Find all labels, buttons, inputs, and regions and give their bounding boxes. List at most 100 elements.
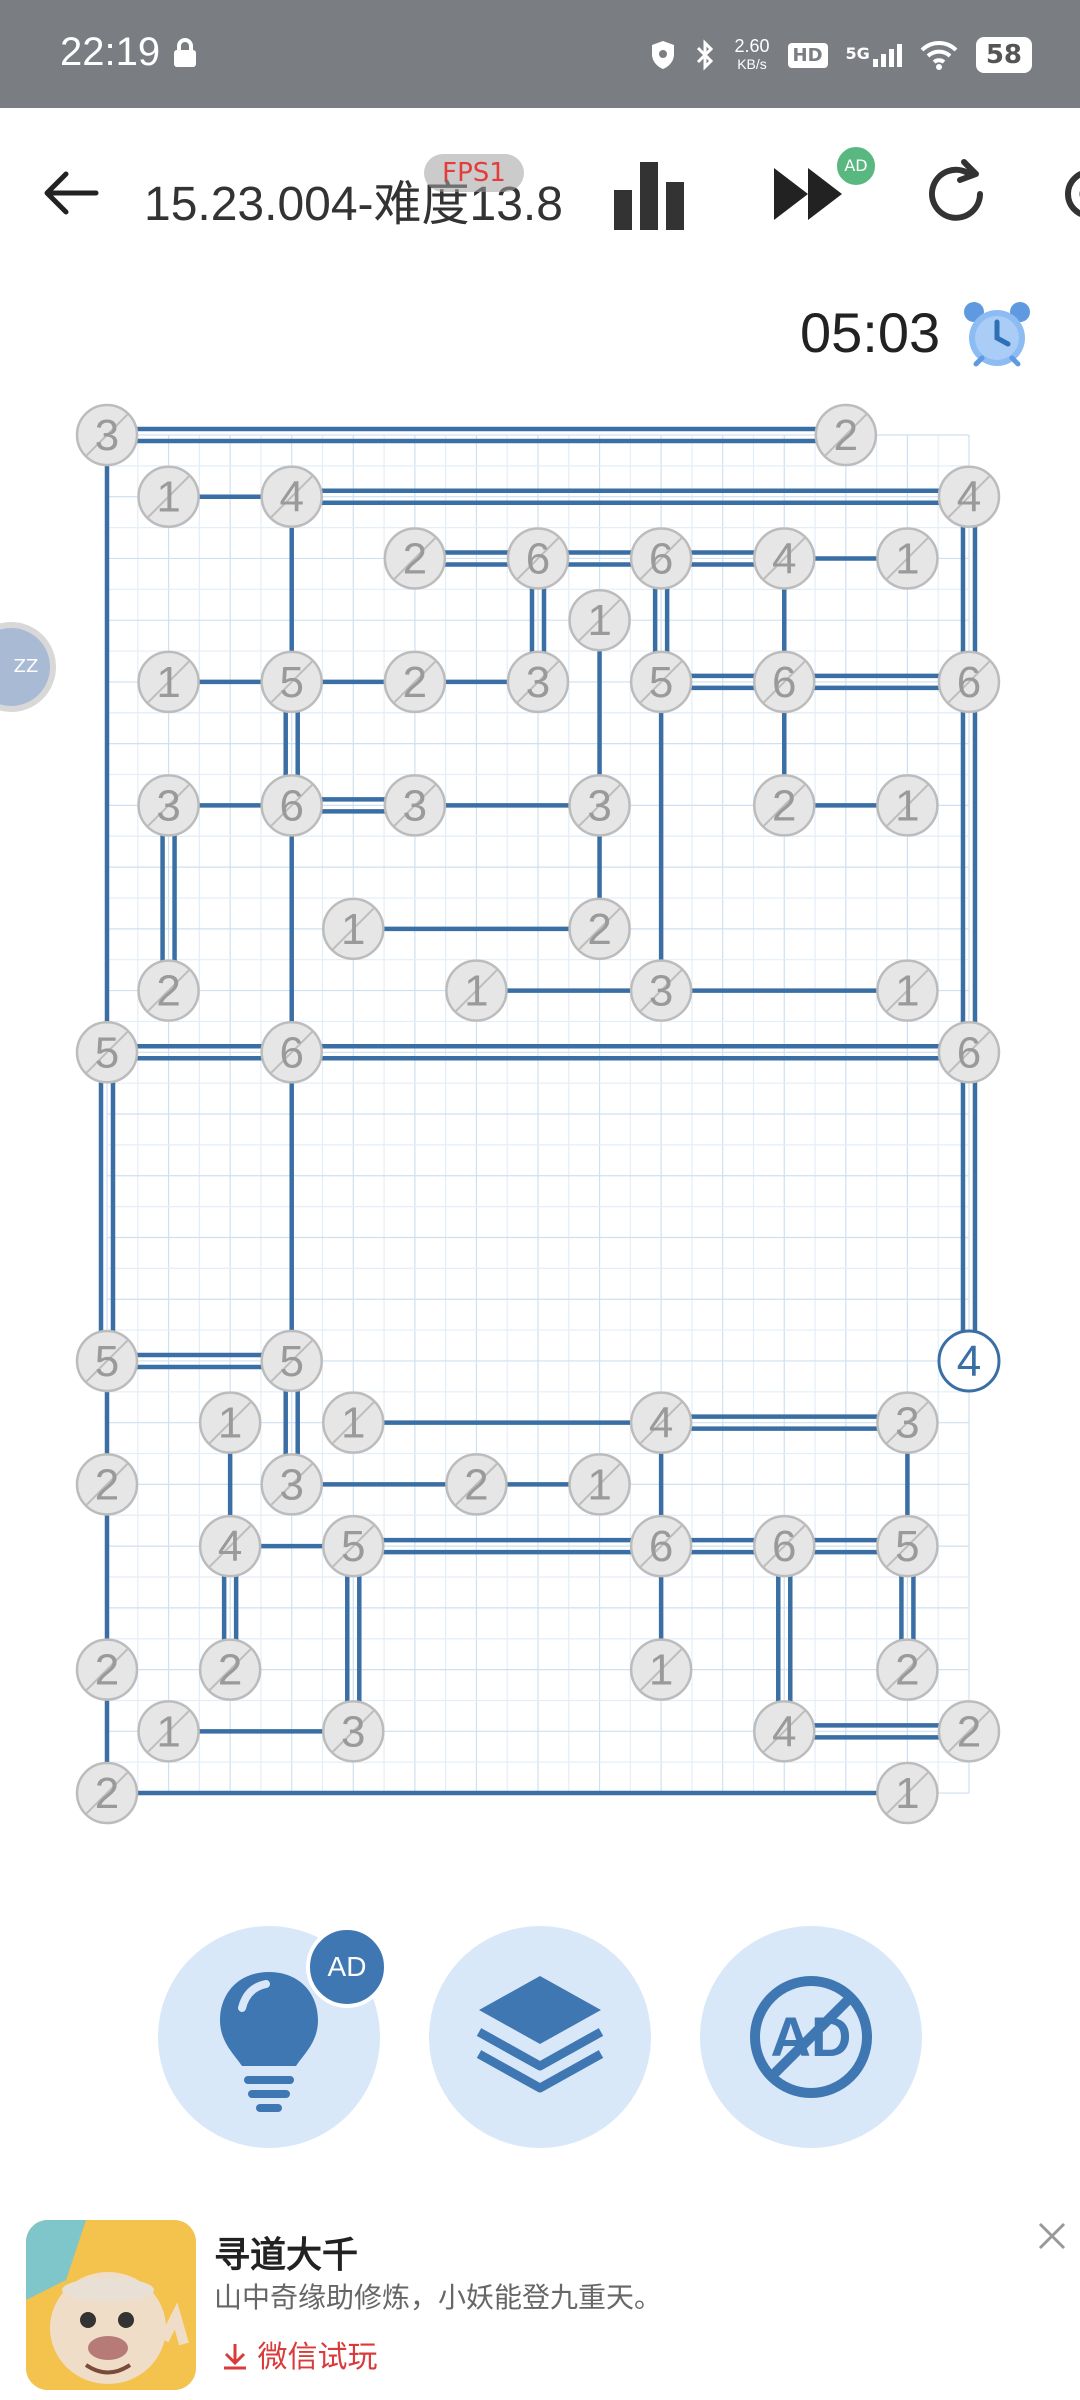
island-value: 1 — [895, 781, 919, 830]
island-node[interactable]: 3 — [75, 403, 139, 467]
island-value: 4 — [218, 1522, 242, 1571]
island-node[interactable]: 2 — [445, 1453, 508, 1516]
island-value: 4 — [957, 473, 981, 522]
island-value: 3 — [403, 781, 427, 830]
skip-level-button[interactable] — [770, 154, 860, 234]
island-node[interactable]: 5 — [876, 1514, 939, 1578]
island-node[interactable]: 3 — [568, 774, 631, 837]
island-node[interactable]: 1 — [322, 897, 385, 961]
island-node[interactable]: 4 — [937, 1329, 1001, 1393]
island-node[interactable]: 6 — [937, 650, 1001, 714]
island-node[interactable]: 4 — [629, 1391, 693, 1454]
island-node[interactable]: 6 — [753, 1514, 816, 1578]
layers-button[interactable] — [429, 1926, 651, 2148]
island-node[interactable]: 5 — [260, 1329, 323, 1393]
island-node[interactable]: 2 — [383, 527, 447, 590]
close-icon[interactable] — [1032, 2216, 1072, 2256]
island-node[interactable]: 3 — [506, 650, 570, 714]
island-node[interactable]: 4 — [753, 527, 816, 590]
island-node[interactable]: 6 — [629, 1514, 693, 1578]
island-node[interactable]: 4 — [198, 1514, 262, 1578]
island-value: 2 — [403, 658, 427, 707]
island-node[interactable]: 6 — [629, 527, 693, 590]
island-value: 3 — [279, 1460, 303, 1509]
ad-cta-label: 微信试玩 — [257, 2340, 378, 2375]
island-node[interactable]: 3 — [260, 1453, 323, 1516]
island-node[interactable]: 4 — [753, 1700, 816, 1763]
island-node[interactable]: 1 — [137, 1700, 200, 1763]
island-node[interactable]: 1 — [198, 1391, 262, 1454]
island-value: 3 — [649, 967, 673, 1016]
island-node[interactable]: 4 — [937, 465, 1001, 528]
island-node[interactable]: 1 — [137, 465, 200, 528]
island-node[interactable]: 2 — [814, 403, 878, 467]
settings-button[interactable] — [1050, 154, 1080, 234]
island-node[interactable]: 6 — [260, 1021, 323, 1084]
island-node[interactable]: 2 — [383, 650, 447, 714]
island-node[interactable]: 3 — [629, 959, 693, 1022]
island-value: 4 — [772, 1707, 796, 1756]
speed-unit: KB/s — [737, 56, 767, 72]
island-node[interactable]: 1 — [876, 959, 939, 1022]
hint-ad-badge: AD — [306, 1926, 388, 2008]
island-node[interactable]: 2 — [876, 1638, 939, 1701]
ad-title: 寻道大千 — [214, 2235, 359, 2276]
island-node[interactable]: 3 — [322, 1700, 385, 1763]
stats-button[interactable] — [610, 154, 690, 234]
island-node[interactable]: 2 — [75, 1453, 139, 1516]
island-node[interactable]: 2 — [198, 1638, 262, 1701]
island-node[interactable]: 1 — [568, 1453, 631, 1516]
island-node[interactable]: 1 — [629, 1638, 693, 1701]
island-node[interactable]: 2 — [75, 1638, 139, 1701]
wifi-icon — [920, 40, 958, 70]
island-value: 6 — [279, 1028, 303, 1077]
restart-button[interactable] — [916, 154, 996, 234]
island-node[interactable]: 3 — [137, 774, 200, 837]
no-ads-icon: AD — [750, 1976, 872, 2098]
island-node[interactable]: 6 — [937, 1021, 1001, 1084]
status-time: 22:19 — [60, 30, 161, 74]
island-node[interactable]: 2 — [75, 1761, 139, 1825]
island-node[interactable]: 5 — [322, 1514, 385, 1578]
island-node[interactable]: 5 — [629, 650, 693, 714]
island-node[interactable]: 6 — [753, 650, 816, 714]
back-button[interactable] — [36, 158, 106, 228]
island-value: 6 — [957, 1028, 981, 1077]
island-node[interactable]: 2 — [753, 774, 816, 837]
island-value: 3 — [95, 411, 119, 460]
island-node[interactable]: 1 — [876, 527, 939, 590]
island-node[interactable]: 1 — [137, 650, 200, 714]
ad-banner[interactable]: 寻道大千 山中奇缘助修炼，小妖能登九重天。 微信试玩 — [0, 2196, 1080, 2400]
island-node[interactable]: 6 — [260, 774, 323, 837]
island-node[interactable]: 1 — [876, 774, 939, 837]
island-node[interactable]: 5 — [75, 1021, 139, 1084]
island-node[interactable]: 1 — [568, 588, 631, 652]
island-value: 1 — [895, 967, 919, 1016]
island-node[interactable]: 3 — [383, 774, 447, 837]
island-node[interactable]: 5 — [260, 650, 323, 714]
island-value: 6 — [526, 534, 550, 583]
island-node[interactable]: 2 — [937, 1700, 1001, 1763]
island-node[interactable]: 3 — [876, 1391, 939, 1454]
island-node[interactable]: 1 — [876, 1761, 939, 1825]
game-header: 15.23.004-难度13.8 FPS1 AD — [0, 108, 1080, 278]
island-node[interactable]: 4 — [260, 465, 323, 528]
island-value: 1 — [156, 1707, 180, 1756]
island-value: 2 — [95, 1769, 119, 1818]
island-value: 5 — [279, 1337, 303, 1386]
island-node[interactable]: 5 — [75, 1329, 139, 1393]
island-value: 4 — [957, 1337, 981, 1386]
island-node[interactable]: 2 — [137, 959, 200, 1022]
remove-ads-button[interactable]: AD — [700, 1926, 922, 2148]
download-icon — [224, 2344, 246, 2370]
island-node[interactable]: 1 — [445, 959, 508, 1022]
ad-thumbnail[interactable] — [26, 2220, 196, 2390]
island-node[interactable]: 1 — [322, 1391, 385, 1454]
alarm-clock-icon[interactable] — [960, 298, 1034, 372]
ad-cta-link[interactable]: 微信试玩 — [222, 2332, 378, 2376]
island-value: 3 — [341, 1707, 365, 1756]
island-node[interactable]: 6 — [506, 527, 570, 590]
island-node[interactable]: 2 — [568, 897, 631, 961]
island-value: 1 — [464, 967, 488, 1016]
